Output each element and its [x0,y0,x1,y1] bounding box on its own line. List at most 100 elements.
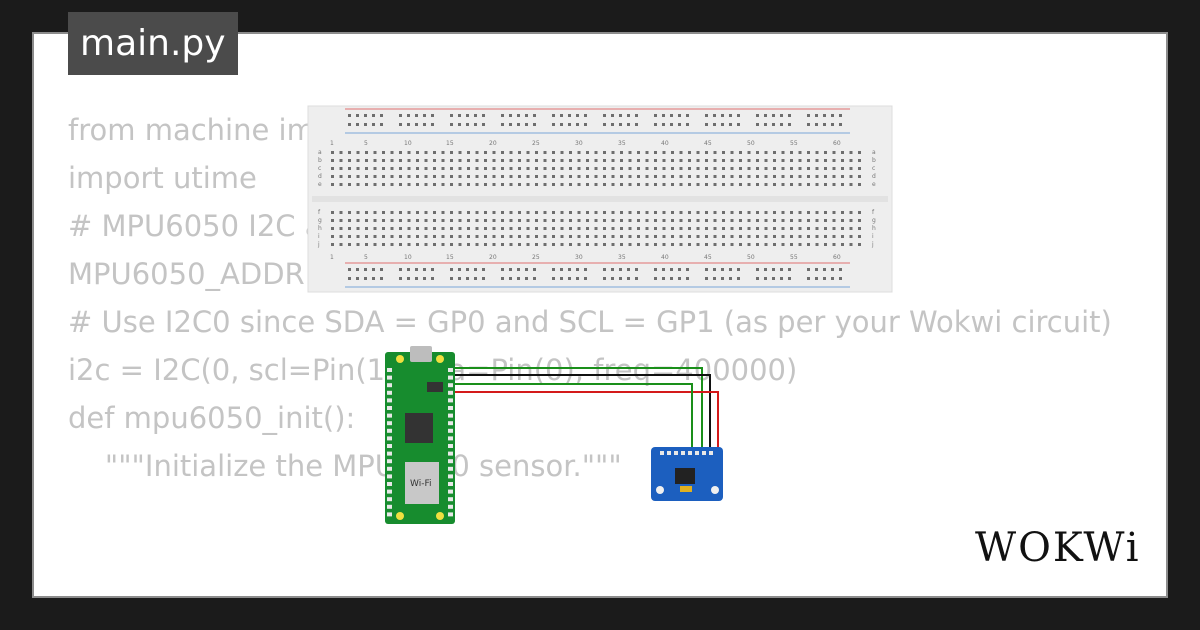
breadboard-hole [373,235,377,238]
breadboard-hole [390,227,394,230]
rail-hole [788,114,791,117]
breadboard-hole [764,219,768,222]
breadboard-hole [416,183,419,186]
rail-hole [721,268,724,271]
breadboard-hole [832,175,836,178]
breadboard-hole [594,211,598,214]
mpu6050-module[interactable] [651,447,723,501]
breadboard-hole [611,211,615,214]
pico-pin [387,436,392,441]
breadboard-hole [424,151,428,154]
breadboard-hole [399,211,402,214]
pico-pin [448,466,453,471]
breadboard-hole [739,175,742,178]
breadboard-hole [730,151,734,154]
breadboard-hole [475,211,479,214]
breadboard-hole [458,183,462,186]
rail-hole [560,268,563,271]
breadboard-hole [365,235,368,238]
rail-hole [823,268,826,271]
breadboard-hole [603,183,606,186]
file-tab-main-py[interactable]: main.py [68,12,238,75]
rail-hole [764,114,767,117]
rail-hole [764,268,767,271]
breadboard-hole [331,159,334,162]
breadboard-hole [713,235,717,238]
breadboard-hole [858,243,861,246]
breadboard-hole [628,175,632,178]
breadboard-hole [373,211,377,214]
breadboard-hole [654,235,657,238]
rail-hole [399,268,402,271]
breadboard[interactable]: 1 5 10 15 20 25 30 35 40 45 50 55 60 1 5… [307,105,893,293]
breadboard-hole [730,243,734,246]
breadboard-hole [739,211,742,214]
breadboard-hole [807,235,810,238]
breadboard-hole [645,159,649,162]
bb-col-label: 25 [532,254,540,261]
breadboard-hole [552,183,555,186]
breadboard-hole [849,175,853,178]
pico-pin [448,413,453,418]
breadboard-hole [518,159,521,162]
breadboard-hole [399,151,402,154]
breadboard-hole [705,183,708,186]
breadboard-hole [365,167,368,170]
breadboard-hole [373,151,377,154]
breadboard-hole [407,219,411,222]
pico-pin [448,383,453,388]
breadboard-hole [815,211,819,214]
pico-pin [387,466,392,471]
breadboard-hole [467,227,470,230]
bb-col-label: 45 [704,140,712,147]
breadboard-hole [594,243,598,246]
rail-hole [415,268,418,271]
rail-hole [474,268,477,271]
breadboard-hole [654,227,657,230]
rail-hole [627,123,630,126]
breadboard-hole [594,219,598,222]
wires[interactable] [452,367,719,452]
breadboard-hole [331,235,334,238]
breadboard-hole [688,227,691,230]
breadboard-hole [560,167,564,170]
breadboard-hole [679,227,683,230]
rail-hole [415,123,418,126]
rail-hole [780,123,783,126]
breadboard-hole [849,159,853,162]
rail-hole [450,114,453,117]
breadboard-hole [671,219,674,222]
breadboard-hole [501,167,504,170]
breadboard-hole [475,227,479,230]
breadboard-hole [577,183,581,186]
breadboard-hole [594,227,598,230]
rail-hole [568,277,571,280]
breadboard-hole [399,159,402,162]
pico-pin [448,444,453,448]
rail-hole [576,277,579,280]
breadboard-hole [654,183,657,186]
breadboard-hole [611,227,615,230]
breadboard-hole [331,219,334,222]
rail-hole [729,268,732,271]
bb-col-label: 15 [446,254,454,261]
breadboard-hole [535,175,538,178]
breadboard-hole [467,151,470,154]
breadboard-hole [603,159,606,162]
breadboard-hole [730,159,734,162]
breadboard-hole [586,183,589,186]
breadboard-hole [577,175,581,178]
breadboard-hole [552,175,555,178]
breadboard-hole [781,159,785,162]
breadboard-hole [518,235,521,238]
breadboard-hole [722,175,725,178]
raspberry-pi-pico-w[interactable]: Wi-Fi [385,346,455,524]
rail-hole [552,277,555,280]
breadboard-hole [849,151,853,154]
breadboard-hole [339,227,343,230]
breadboard-hole [492,227,496,230]
rail-hole [431,123,434,126]
rail-hole [670,123,673,126]
breadboard-hole [773,183,776,186]
breadboard-hole [356,159,360,162]
